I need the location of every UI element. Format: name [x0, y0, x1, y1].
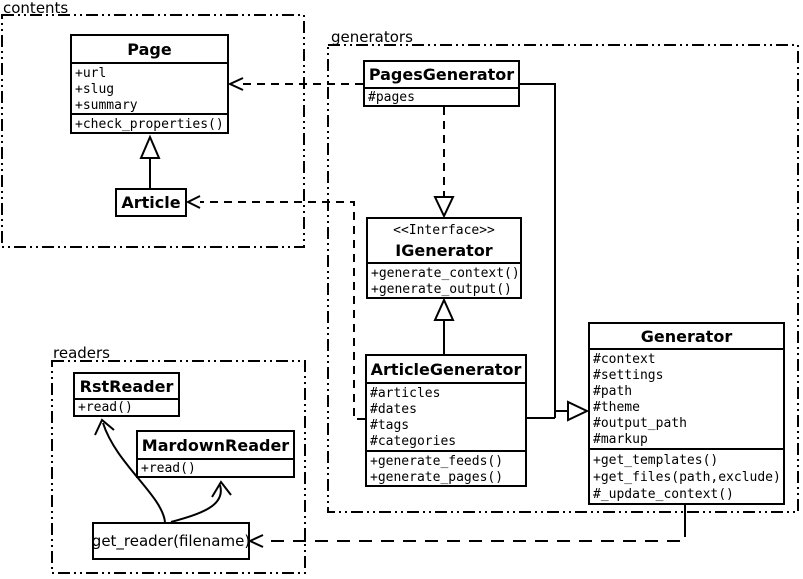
package-label-contents: contents: [3, 0, 69, 17]
dependency-generator-to-getreader-arrow: [247, 503, 686, 548]
package-label-readers: readers: [53, 344, 110, 362]
class-box-rstreader: RstReader +read(): [73, 372, 180, 417]
package-label-generators: generators: [331, 28, 413, 46]
class-methods-articlegenerator: +generate_feeds() +generate_pages(): [367, 450, 525, 485]
class-title-mardownreader: MardownReader: [141, 435, 290, 455]
class-attributes-articlegenerator: #articles #dates #tags #categories: [367, 382, 525, 450]
dependency-pagesgenerator-to-page-arrow: [227, 77, 363, 91]
class-title-rstreader: RstReader: [79, 376, 174, 396]
method: +generate_context(): [371, 266, 520, 281]
class-title-igenerator: IGenerator: [395, 240, 493, 260]
class-methods-rstreader: +read(): [75, 398, 178, 415]
attribute: #categories: [370, 434, 457, 449]
class-title-generator: Generator: [640, 326, 733, 346]
class-box-igenerator: <<Interface>> IGenerator +generate_conte…: [366, 217, 522, 299]
attribute: +url: [75, 66, 107, 81]
method: +read(): [141, 461, 196, 476]
attribute: #articles: [370, 386, 441, 401]
attribute: #markup: [593, 432, 648, 447]
function-box-getreader: get_reader(filename): [92, 522, 250, 560]
class-methods-generator: +get_templates() +get_files(path,exclude…: [590, 448, 783, 503]
method: +read(): [78, 400, 133, 415]
attribute: #dates: [370, 402, 417, 417]
function-label-getreader: get_reader(filename): [91, 532, 251, 550]
attribute: #path: [593, 384, 633, 399]
class-methods-mardownreader: +read(): [138, 458, 293, 476]
method: #_update_context(): [593, 487, 734, 502]
method: +check_properties(): [75, 117, 224, 132]
method: +get_templates(): [593, 453, 719, 468]
realization-pagesgenerator-to-igenerator-arrow: [433, 107, 455, 219]
class-box-pagesgenerator: PagesGenerator #pages: [363, 60, 520, 107]
class-methods-igenerator: +generate_context() +generate_output(): [368, 262, 520, 297]
method: +generate_pages(): [370, 470, 504, 485]
class-title-pagesgenerator: PagesGenerator: [368, 65, 515, 84]
class-attributes-generator: #context #settings #path #theme #output_…: [590, 348, 783, 448]
class-title-article: Article: [121, 193, 181, 212]
attribute: #context: [593, 352, 656, 367]
method: +generate_output(): [371, 282, 512, 297]
class-attributes-pagesgenerator: #pages: [365, 87, 518, 105]
attribute: +slug: [75, 82, 115, 97]
method: +generate_feeds(): [370, 454, 504, 469]
attribute: #output_path: [593, 416, 687, 431]
attribute: +summary: [75, 98, 138, 113]
method: +get_files(path,exclude): [593, 470, 781, 485]
class-stereotype-igenerator: <<Interface>>: [393, 223, 495, 238]
class-box-page: Page +url +slug +summary +check_properti…: [70, 34, 229, 134]
attribute: #settings: [593, 368, 664, 383]
class-header-igenerator: <<Interface>> IGenerator: [368, 219, 520, 262]
class-box-generator: Generator #context #settings #path #them…: [588, 322, 785, 505]
class-title-page: Page: [127, 39, 172, 59]
attribute: #theme: [593, 400, 640, 415]
generalization-articlegenerator-to-igenerator-arrow: [433, 297, 455, 354]
attribute: #pages: [368, 90, 415, 105]
dependency-articlegenerator-to-article-arrow: [185, 195, 365, 420]
attribute: #tags: [370, 418, 410, 433]
class-methods-page: +check_properties(): [72, 113, 227, 132]
class-box-articlegenerator: ArticleGenerator #articles #dates #tags …: [365, 354, 527, 487]
class-attributes-page: +url +slug +summary: [72, 62, 227, 113]
class-box-mardownreader: MardownReader +read(): [136, 430, 295, 478]
generalization-article-to-page-arrow: [139, 134, 161, 188]
class-title-articlegenerator: ArticleGenerator: [370, 359, 522, 379]
association-getreader-to-mardownreader-arrow: [170, 480, 232, 523]
generalization-generators-to-generator-arrow: [519, 83, 590, 422]
class-box-article: Article: [115, 188, 187, 217]
